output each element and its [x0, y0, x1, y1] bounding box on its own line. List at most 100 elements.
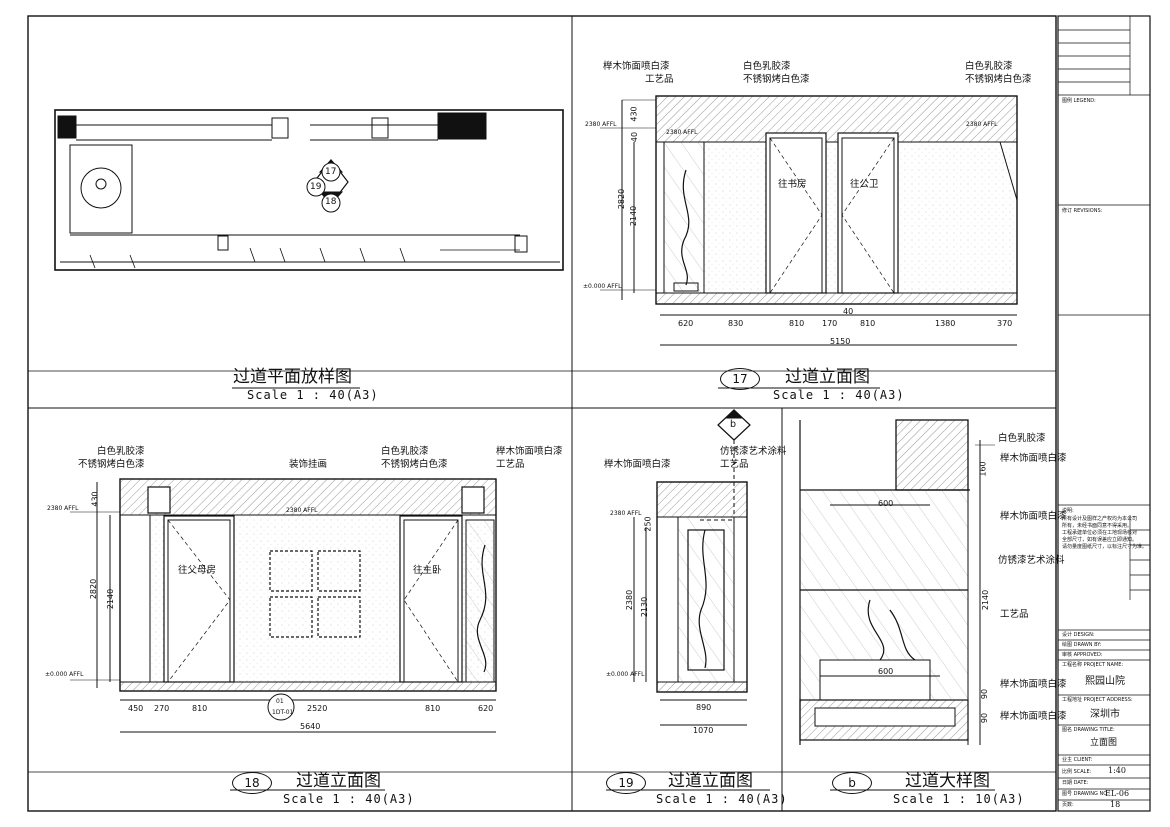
e19-label-1: 仿锈漆艺术涂料 [720, 446, 787, 457]
e17-hdim-5: 810 [860, 319, 876, 328]
e17-label-0: 榉木饰面喷白漆 [603, 61, 670, 72]
tb-sheet-label: 页数: [1062, 802, 1074, 808]
db-label-4: 工艺品 [1000, 609, 1029, 620]
db-dim-4: 90 [980, 688, 990, 700]
e19-vdim-0: 250 [643, 516, 653, 532]
e18-vdim-2: 2140 [106, 588, 116, 610]
e18-vdim-0: 430 [90, 491, 100, 507]
elevation-17 [600, 95, 1018, 346]
e18-label-0: 白色乳胶漆 [97, 446, 145, 457]
e19-label-0: 榉木饰面喷白漆 [604, 459, 671, 470]
e17-label-4: 白色乳胶漆 [965, 61, 1013, 72]
e17-hdim-4: 40 [843, 307, 854, 316]
e17-total: 5150 [830, 337, 851, 346]
e18-hdim-3: 2520 [307, 704, 328, 713]
tb-note-2: 工程承建单位必须在工地现场核对 [1062, 530, 1138, 536]
e19-vdim-2: 2130 [640, 596, 650, 618]
tb-note-4: 请勿量度图纸尺寸，以标注尺寸为准。 [1062, 544, 1148, 550]
tb-drawing-no-label: 图号 DRAWING NO: [1062, 791, 1109, 797]
e17-hdim-1: 830 [728, 319, 744, 328]
e17-hdim-7: 370 [997, 319, 1013, 328]
db-label-6: 榉木饰面喷白漆 [1000, 711, 1067, 722]
tb-note-1: 所有，未经书面同意不得采用。 [1062, 523, 1133, 529]
e18-level-0: 2380 AFFL [47, 505, 79, 512]
plan-scale: Scale 1 : 40(A3) [247, 388, 379, 402]
db-number: b [832, 772, 872, 794]
e17-label-3: 不锈钢烤白色漆 [743, 74, 810, 85]
e19-total: 1070 [693, 726, 714, 735]
db-label-5: 榉木饰面喷白漆 [1000, 679, 1067, 690]
e18-section-top: 01 [276, 698, 284, 705]
tb-project: 熙园山院 [1085, 676, 1125, 687]
plan-marker-17: 17 [325, 167, 337, 177]
e18-label-4: 不锈钢烤白色漆 [381, 459, 448, 470]
tb-drawn-label: 绘图 DRAWN BY: [1062, 642, 1102, 648]
e17-scale: Scale 1 : 40(A3) [773, 388, 905, 402]
e19-hdim-0: 890 [696, 703, 712, 712]
elevation-19 [633, 409, 751, 726]
e18-section-bottom: 1DT-01 [272, 709, 294, 716]
e19-vdim-1: 2380 [625, 589, 635, 611]
e17-hdim-3: 170 [822, 319, 838, 328]
detail-b [799, 419, 995, 745]
title-block-frame [1057, 15, 1151, 812]
e17-label-5: 不锈钢烤白色漆 [965, 74, 1032, 85]
tb-date-label: 日期 DATE: [1062, 780, 1089, 786]
e19-number: 19 [606, 772, 646, 794]
plan-marker-18: 18 [325, 197, 337, 207]
tb-approved-label: 审核 APPROVED: [1062, 652, 1103, 658]
e18-label-2: 装饰挂画 [289, 459, 328, 470]
db-dim-3: 600 [878, 667, 894, 676]
e17-level-0: 2380 AFFL [585, 121, 617, 128]
e18-level-2: ±0.000 AFFL [45, 671, 84, 678]
e17-level-2: 2380 AFFL [966, 121, 998, 128]
elevation-18 [70, 478, 497, 733]
e18-total: 5640 [300, 722, 321, 731]
tb-design-label: 设计 DESIGN: [1062, 632, 1095, 638]
e18-door-0: 往父母房 [178, 565, 217, 576]
e18-label-3: 白色乳胶漆 [381, 446, 429, 457]
e17-vdim-1: 40 [630, 131, 640, 143]
db-label-1: 榉木饰面喷白漆 [1000, 453, 1067, 464]
tb-project-label: 工程名称 PROJECT NAME: [1062, 662, 1124, 668]
tb-legend-label: 图例 LEGEND: [1062, 98, 1096, 104]
db-scale: Scale 1 : 10(A3) [893, 792, 1025, 806]
e17-hdim-0: 620 [678, 319, 694, 328]
tb-note-3: 全部尺寸，如有误差应立即通知。 [1062, 537, 1138, 543]
db-dim-0: 160 [978, 461, 988, 477]
e19-marker: b [730, 419, 737, 430]
tb-note-0: 所有设计及图样之产权均为本公司 [1062, 516, 1138, 522]
tb-address: 深圳市 [1090, 709, 1120, 720]
e17-door-0: 往书房 [778, 179, 807, 190]
tb-drawing-title: 立面图 [1090, 738, 1118, 748]
e17-door-1: 往公卫 [850, 179, 879, 190]
e17-label-2: 白色乳胶漆 [743, 61, 791, 72]
e18-label-5: 榉木饰面喷白漆 [496, 446, 563, 457]
tb-drawing-title-label: 图名 DRAWING TITLE: [1062, 727, 1115, 733]
e17-level-1: 2380 AFFL [666, 129, 698, 136]
e19-title: 过道立面图 [668, 771, 753, 791]
e19-level-1: ±0.000 AFFL [606, 671, 645, 678]
e17-level-3: ±0.000 AFFL [583, 283, 622, 290]
e19-scale: Scale 1 : 40(A3) [656, 792, 788, 806]
tb-scale-label: 比例 SCALE: [1062, 769, 1092, 775]
db-label-0: 白色乳胶漆 [998, 433, 1046, 444]
e17-hdim-2: 810 [789, 319, 805, 328]
e19-label-2: 工艺品 [720, 459, 749, 470]
e18-label-6: 工艺品 [496, 459, 525, 470]
e18-hdim-0: 450 [128, 704, 144, 713]
sheet-frame [27, 15, 1057, 812]
e18-level-1: 2380 AFFL [286, 507, 318, 514]
e18-vdim-1: 2820 [89, 578, 99, 600]
e18-hdim-2: 810 [192, 704, 208, 713]
e19-level-0: 2380 AFFL [610, 510, 642, 517]
e18-hdim-5: 620 [478, 704, 494, 713]
tb-sheet: 18 [1110, 800, 1121, 809]
db-dim-1: 600 [878, 499, 894, 508]
e18-hdim-4: 810 [425, 704, 441, 713]
plan-marker-19: 19 [310, 182, 322, 192]
e18-label-1: 不锈钢烤白色漆 [78, 459, 145, 470]
tb-drawing-no: EL-06 [1105, 789, 1130, 798]
